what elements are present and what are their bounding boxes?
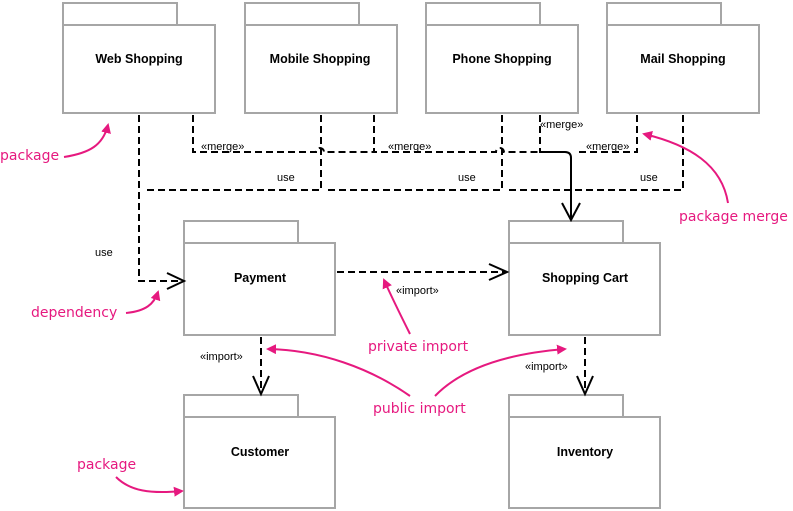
import-arrowhead-inventory (576, 375, 594, 397)
annotation-package-merge: package merge (679, 209, 788, 225)
merge-line-mobile (373, 115, 565, 153)
package-customer[interactable]: Customer (183, 394, 336, 509)
import-arrowhead-cart (488, 263, 510, 281)
use-label: use (458, 172, 476, 184)
import-label: «import» (396, 285, 439, 297)
merge-label: «merge» (540, 119, 583, 131)
use-connectors (138, 115, 684, 290)
package-phone-shopping[interactable]: Phone Shopping (425, 2, 579, 114)
annotation-arrow-package-merge (642, 130, 729, 204)
annotation-arrow-package-bottom (115, 476, 184, 497)
annotation-arrow-public-import-left (266, 344, 411, 397)
package-name: Mail Shopping (640, 52, 725, 66)
annotation-arrow-private-import (382, 278, 411, 335)
merge-label: «merge» (388, 141, 431, 153)
annotation-private-import: private import (368, 339, 469, 355)
package-name: Customer (231, 445, 289, 459)
annotation-package-bottom: package (77, 457, 136, 473)
use-line-phone (325, 115, 503, 191)
annotation-arrow-package-top (63, 123, 111, 158)
use-label: use (277, 172, 295, 184)
package-name: Shopping Cart (542, 271, 629, 285)
merge-trunk (564, 151, 572, 220)
use-arrowhead (166, 272, 187, 290)
merge-label: «merge» (586, 141, 629, 153)
merge-line-phone (539, 115, 565, 153)
annotation-package-top: package (0, 148, 59, 164)
use-label: use (95, 247, 113, 259)
use-line-web (138, 115, 184, 282)
package-inventory[interactable]: Inventory (508, 394, 661, 509)
annotation-dependency: dependency (31, 305, 117, 321)
merge-arrowhead (561, 202, 581, 223)
package-name: Web Shopping (95, 52, 182, 66)
annotation-arrow-dependency (125, 290, 161, 314)
import-label: «import» (200, 351, 243, 363)
use-line-mail (506, 115, 684, 191)
package-shopping-cart[interactable]: Shopping Cart (508, 220, 661, 336)
package-payment[interactable]: Payment (183, 220, 336, 336)
merge-line-mail (577, 115, 638, 153)
package-name: Payment (234, 271, 287, 285)
use-line-mobile (143, 115, 322, 191)
merge-connectors (192, 115, 638, 223)
merge-line-web (192, 115, 374, 153)
annotations: package dependency package merge private… (0, 123, 788, 497)
package-mobile-shopping[interactable]: Mobile Shopping (244, 2, 398, 114)
annotation-public-import: public import (373, 401, 466, 417)
package-name: Inventory (557, 445, 613, 459)
import-label: «import» (525, 361, 568, 373)
package-web-shopping[interactable]: Web Shopping (62, 2, 216, 114)
package-mail-shopping[interactable]: Mail Shopping (606, 2, 760, 114)
import-arrowhead-customer (252, 375, 270, 397)
package-name: Phone Shopping (452, 52, 551, 66)
connector-labels: «merge» «merge» «merge» «merge» use use … (95, 119, 658, 373)
annotation-arrow-public-import-right (434, 344, 567, 397)
package-name: Mobile Shopping (270, 52, 371, 66)
merge-label: «merge» (201, 141, 244, 153)
import-connectors (252, 263, 594, 397)
use-label: use (640, 172, 658, 184)
